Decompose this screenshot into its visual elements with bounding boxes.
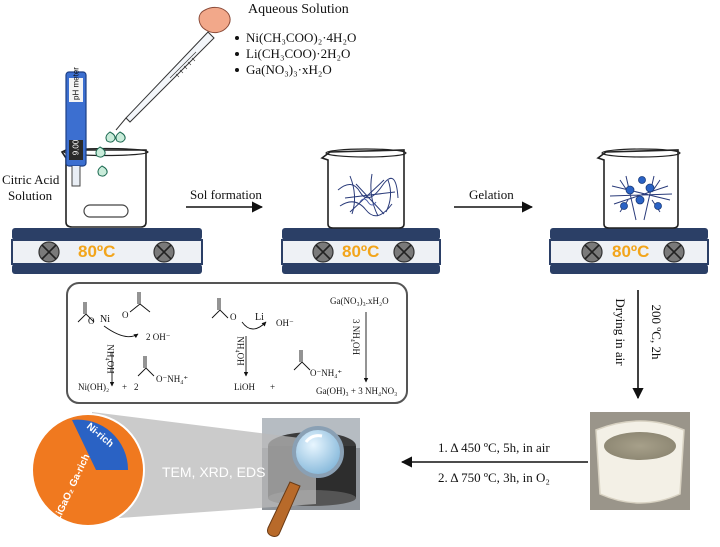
calcination-step-1: 1. Δ 450 ºC, 5h, in air bbox=[438, 440, 550, 455]
reaction-li-hydroxide: OH⁻ bbox=[276, 318, 294, 328]
crosslink-nodes bbox=[620, 176, 662, 210]
ph-meter-label: pH meter bbox=[71, 67, 81, 100]
hotplate-3 bbox=[549, 228, 709, 274]
characterization-label: TEM, XRD, EDS bbox=[162, 464, 266, 480]
magnifier-icon bbox=[267, 426, 344, 537]
drying-label: Drying in air bbox=[613, 298, 628, 366]
reagent-gallium-nitrate: Ga(NO₃)₃·xH₂O bbox=[246, 62, 332, 77]
reaction-ni-plus: + bbox=[122, 382, 128, 392]
sol-formation-label: Sol formation bbox=[190, 187, 262, 202]
polymer-network-icon bbox=[337, 173, 399, 217]
reaction-coefficient: 2 bbox=[134, 382, 139, 392]
hotplate-1 bbox=[11, 228, 203, 274]
ph-meter-reading: 9.00 bbox=[71, 139, 81, 156]
reaction-ni-atom: Ni bbox=[100, 314, 110, 325]
ph-meter-icon bbox=[65, 71, 87, 187]
reaction-ga-reagent: 3 NH₄OH bbox=[350, 319, 361, 355]
reaction-li-plus: + bbox=[270, 382, 276, 392]
reaction-acetate-product-2: O⁻NH₄⁺ bbox=[310, 368, 343, 378]
gel-network-icon bbox=[609, 175, 673, 221]
reaction-ni-o-right: O bbox=[122, 310, 129, 320]
knob-icon bbox=[581, 241, 603, 263]
drying-conditions: 200 ºC, 2h bbox=[649, 304, 664, 360]
process-arrows bbox=[186, 201, 644, 468]
reaction-li-reagent: NH₄OH bbox=[235, 336, 246, 366]
reagent-bullets bbox=[235, 36, 239, 72]
aqueous-solution-title: Aqueous Solution bbox=[248, 2, 349, 17]
reaction-box bbox=[66, 282, 408, 404]
reaction-structures bbox=[77, 292, 369, 387]
hotplate-2-temp: 80ºC bbox=[342, 242, 380, 261]
hotplate-3-temp: 80ºC bbox=[612, 242, 650, 261]
gelation-label: Gelation bbox=[469, 187, 514, 202]
calcination-step-2: 2. Δ 750 ºC, 3h, in O₂ bbox=[438, 470, 550, 485]
knob-icon bbox=[38, 241, 60, 263]
knob-icon bbox=[663, 241, 685, 263]
droplet-icons bbox=[95, 131, 126, 177]
knob-icon bbox=[312, 241, 334, 263]
reaction-ni-product: Ni(OH)₂ bbox=[78, 382, 110, 392]
reaction-li-o: O bbox=[230, 312, 237, 322]
core-shell-particle-icon bbox=[31, 413, 145, 527]
knob-icon bbox=[393, 241, 415, 263]
citric-acid-label-line1: Citric Acid bbox=[2, 172, 60, 187]
citric-acid-label-line2: Solution bbox=[8, 188, 53, 203]
reagent-lithium-acetate: Li(CH₃COO)·2H₂O bbox=[246, 46, 351, 61]
beaker-1 bbox=[60, 147, 149, 228]
stir-bar-icon bbox=[83, 204, 129, 218]
hotplate-2 bbox=[281, 228, 441, 274]
reaction-li-atom: Li bbox=[255, 312, 264, 323]
reaction-li-product: LiOH bbox=[234, 382, 255, 392]
reaction-ga-start: Ga(NO₃)₃.xH₂O bbox=[330, 296, 389, 306]
hotplate-1-temp: 80ºC bbox=[78, 242, 116, 261]
magnified-view-cone bbox=[92, 412, 316, 520]
beaker-2 bbox=[320, 148, 407, 229]
reaction-ni-hydroxide: 2 OH⁻ bbox=[146, 332, 171, 342]
reagent-nickel-acetate: Ni(CH₃COO)₂·4H₂O bbox=[246, 30, 357, 45]
knob-icon bbox=[153, 241, 175, 263]
beaker-3 bbox=[596, 148, 681, 229]
reaction-ga-product: Ga(OH)₃ + 3 NH₄NO₃ bbox=[316, 386, 398, 396]
reaction-acetate-product-1: O⁻NH₄⁺ bbox=[156, 374, 189, 384]
reaction-ni-reagent: NH₄OH bbox=[105, 344, 116, 374]
reaction-ni-o-left: O bbox=[88, 316, 95, 326]
pipette-icon bbox=[115, 6, 231, 131]
powder-bowl-photo bbox=[590, 412, 690, 510]
